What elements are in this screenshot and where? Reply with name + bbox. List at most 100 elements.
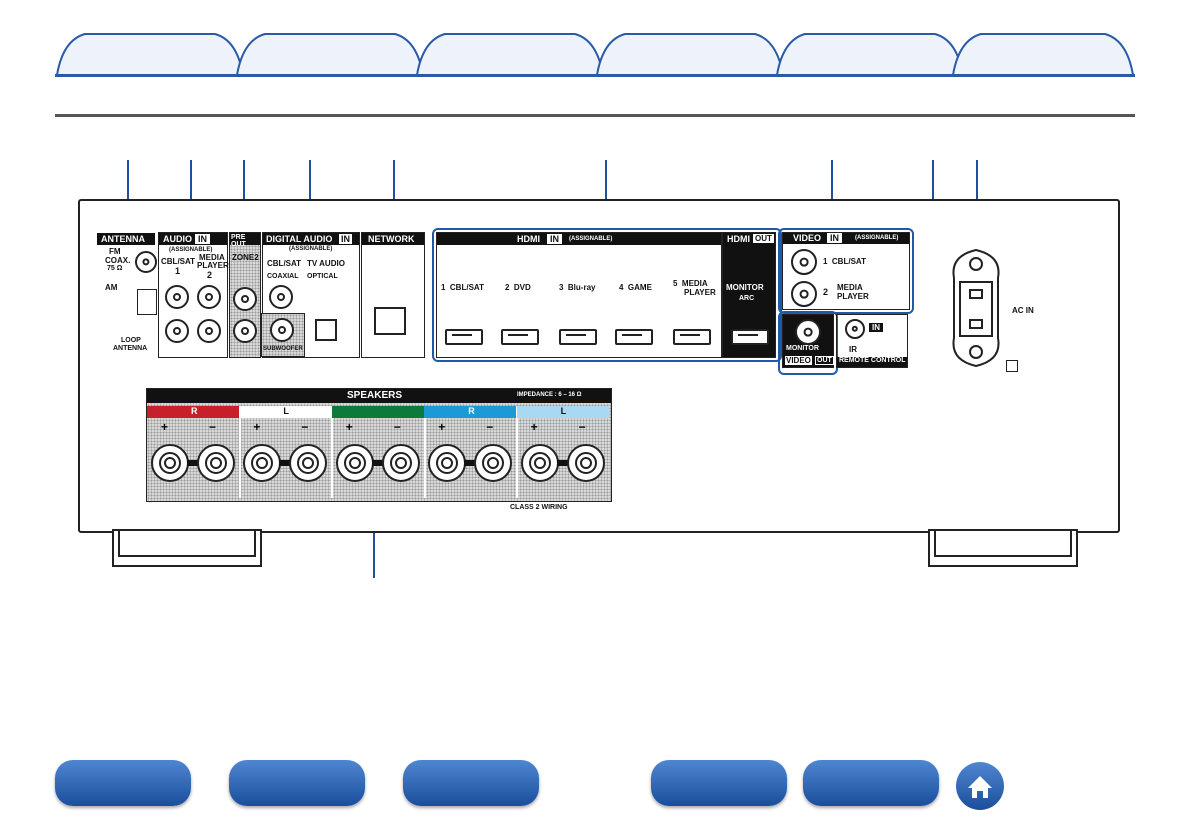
audio-2-r-jack[interactable]: [197, 319, 221, 343]
speaker-plus-terminal[interactable]: [243, 444, 282, 482]
video-highlight: [778, 228, 914, 314]
speaker-plus-terminal[interactable]: [520, 444, 559, 482]
callout-audio: [190, 160, 192, 230]
video-in-2-num: 2: [823, 287, 829, 297]
speaker-terminal-link: [279, 460, 292, 466]
nav-button-1[interactable]: [55, 760, 191, 806]
hdmi-in-5-port[interactable]: [673, 329, 711, 345]
speaker-plus-terminal[interactable]: [428, 444, 467, 482]
speaker-terminal-link: [556, 460, 569, 466]
video-in-2-player: PLAYER: [837, 292, 869, 301]
home-button[interactable]: [956, 762, 1004, 810]
foot-right: [928, 529, 1078, 567]
digital-coaxial-jack[interactable]: [269, 285, 293, 309]
hdmi-in-4-port[interactable]: [615, 329, 653, 345]
am-antenna-terminal[interactable]: [137, 289, 157, 315]
hdmi-in-section: HDMI IN (ASSIGNABLE) 1 CBL/SAT 2 DVD 3 B…: [436, 232, 722, 358]
callout-speakers: [373, 500, 375, 578]
tab-1[interactable]: [55, 30, 245, 76]
video-title: VIDEO: [793, 233, 822, 243]
nav-button-3[interactable]: [403, 760, 539, 806]
zone2-r-jack[interactable]: [233, 319, 257, 343]
audio-assignable: (ASSIGNABLE): [169, 247, 213, 253]
audio-title: AUDIO: [163, 234, 192, 244]
speaker-channel-4: R + −: [424, 406, 519, 498]
speaker-minus-terminal[interactable]: [197, 444, 235, 482]
network-title: NETWORK: [368, 234, 415, 244]
speaker-channel-5: L+−: [516, 406, 609, 498]
audio-1-r-jack[interactable]: [165, 319, 189, 343]
remote-in-tag: IN: [869, 323, 883, 332]
speaker-channel-color-bar: L: [516, 406, 609, 418]
subwoofer-area: SUBWOOFER: [261, 313, 305, 357]
hdmi-in-3-label: 3 Blu-ray: [559, 283, 596, 292]
hdmi-out-title: HDMI: [727, 234, 750, 244]
hdmi-out-port[interactable]: [731, 329, 769, 345]
tab-2[interactable]: [235, 30, 425, 76]
speakers-impedance: IMPEDANCE : 6 – 16 Ω: [517, 392, 582, 398]
speaker-minus-terminal[interactable]: [381, 444, 420, 482]
speaker-minus-terminal[interactable]: [566, 444, 605, 482]
nav-button-5[interactable]: [803, 760, 939, 806]
tab-6[interactable]: [951, 30, 1135, 76]
preout-zone2: ZONE2: [232, 253, 259, 262]
audio-1: 1: [175, 266, 181, 276]
subwoofer-jack[interactable]: [270, 318, 294, 342]
ac-in-label: AC IN: [1012, 306, 1034, 315]
speaker-minus-label: −: [578, 420, 586, 434]
video-in-2-jack[interactable]: [791, 281, 817, 307]
video-out-highlight: [778, 311, 838, 375]
speaker-plus-label: +: [345, 420, 353, 434]
audio-1-l-jack[interactable]: [165, 285, 189, 309]
speaker-terminal-link: [464, 460, 477, 466]
speaker-minus-label: −: [301, 420, 309, 434]
ethernet-port[interactable]: [374, 307, 406, 335]
zone2-l-jack[interactable]: [233, 287, 257, 311]
video-in-1-jack[interactable]: [791, 249, 817, 275]
video-out-jack[interactable]: [795, 319, 821, 345]
speaker-minus-terminal[interactable]: [289, 444, 328, 482]
nav-button-2[interactable]: [229, 760, 365, 806]
class-ii-icon: [1006, 360, 1018, 372]
video-in-2-media: MEDIA: [837, 283, 863, 292]
speaker-channel-color-bar: [331, 406, 424, 418]
callout-network: [393, 160, 395, 230]
tab-5[interactable]: [775, 30, 965, 76]
ir-jack[interactable]: [845, 319, 865, 339]
digital-audio-section: DIGITAL AUDIO IN (ASSIGNABLE) CBL/SAT CO…: [261, 232, 360, 358]
digital-tv: TV AUDIO: [307, 259, 345, 268]
hdmi-in-5-label2: PLAYER: [684, 288, 716, 297]
hdmi-in-3-port[interactable]: [559, 329, 597, 345]
foot-left: [112, 529, 262, 567]
audio-player: PLAYER: [197, 261, 229, 270]
antenna-title: ANTENNA: [101, 234, 145, 244]
hdmi-in-5-label: 5 MEDIA: [673, 279, 708, 288]
optical-port[interactable]: [315, 319, 337, 341]
hdmi-in-1-port[interactable]: [445, 329, 483, 345]
audio-2-l-jack[interactable]: [197, 285, 221, 309]
fm-antenna-jack[interactable]: [135, 251, 157, 273]
hdmi-in-2-port[interactable]: [501, 329, 539, 345]
hdmi-in-title: HDMI: [517, 234, 540, 244]
digital-optical: OPTICAL: [307, 273, 338, 280]
digital-in-tag: IN: [339, 234, 352, 244]
nav-button-4[interactable]: [651, 760, 787, 806]
antenna-section: ANTENNA FM COAX. 75 Ω AM LOOP ANTENNA: [96, 232, 157, 358]
audio-in-tag: IN: [195, 234, 210, 244]
network-section: NETWORK: [361, 232, 425, 358]
tab-bar: [55, 30, 1135, 76]
speaker-plus-terminal[interactable]: [335, 444, 374, 482]
callout-digital: [309, 160, 311, 230]
tab-3[interactable]: [415, 30, 605, 76]
speaker-plus-label: +: [438, 420, 446, 434]
video-assignable: (ASSIGNABLE): [855, 235, 899, 241]
video-out-title: VIDEO: [785, 356, 812, 365]
tab-4[interactable]: [595, 30, 785, 76]
ac-inlet[interactable]: [948, 248, 1004, 368]
speaker-minus-label: −: [486, 420, 494, 434]
speaker-plus-terminal[interactable]: [151, 444, 189, 482]
hdmi-assignable: (ASSIGNABLE): [569, 236, 613, 242]
speaker-minus-terminal[interactable]: [474, 444, 513, 482]
hdmi-out-monitor: MONITOR: [726, 283, 764, 292]
speaker-channel-tag: R: [468, 406, 475, 416]
